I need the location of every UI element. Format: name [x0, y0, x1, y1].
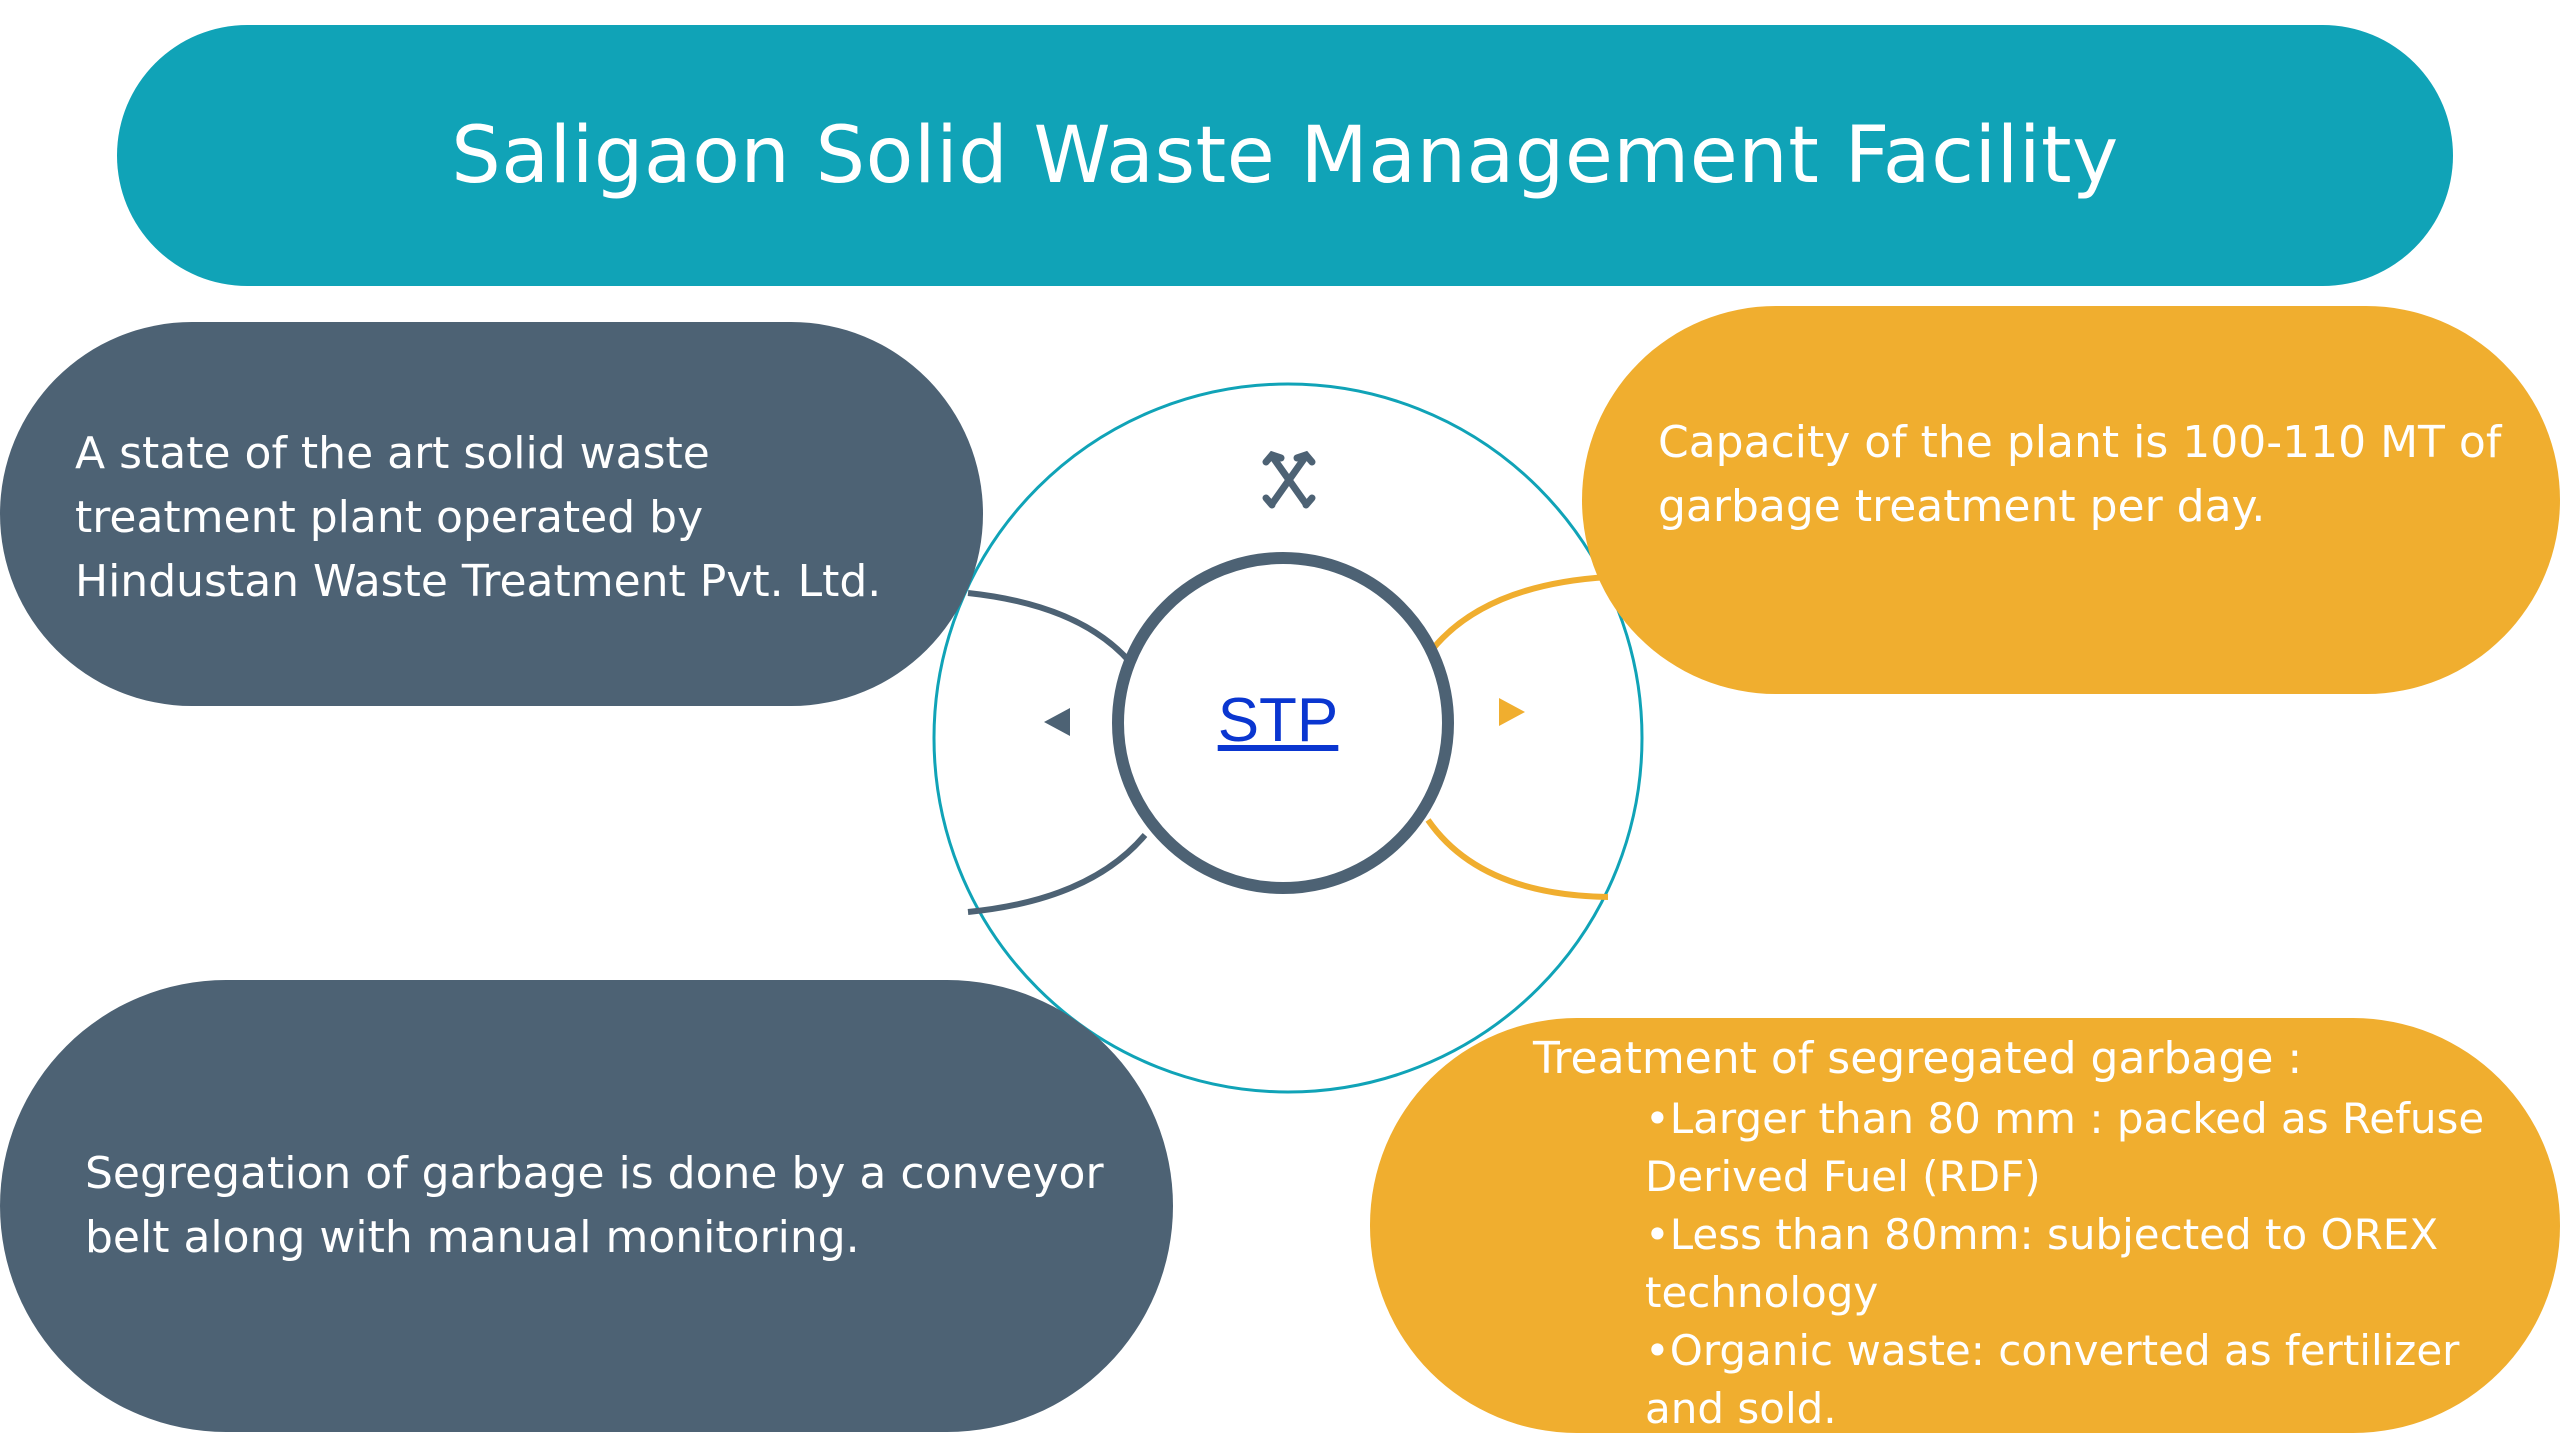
operator-line: treatment plant operated by: [75, 492, 704, 543]
segregation-box: Segregation of garbage is done by a conv…: [0, 980, 1173, 1432]
operator-line: Hindustan Waste Treatment Pvt. Ltd.: [75, 556, 882, 607]
treatment-heading: Treatment of segregated garbage :: [1533, 1033, 2303, 1084]
crossing-arrows-icon: [1262, 450, 1316, 509]
triangle-left-icon: [1044, 708, 1070, 736]
treatment-item: •Larger than 80 mm : packed as Refuse De…: [1645, 1094, 2485, 1201]
page-title: Saligaon Solid Waste Management Facility: [451, 110, 2119, 201]
outer-ring: [932, 382, 1644, 1094]
segregation-line: belt along with manual monitoring.: [85, 1212, 860, 1263]
segregation-line: Segregation of garbage is done by a conv…: [85, 1148, 1104, 1199]
treatment-box: Treatment of segregated garbage : •Large…: [1370, 1018, 2560, 1433]
capacity-box: Capacity of the plant is 100-110 MT of g…: [1582, 306, 2560, 694]
segregation-text: Segregation of garbage is done by a conv…: [85, 1142, 1104, 1270]
right-upper-connector: [1425, 574, 1609, 657]
operator-box: A state of the art solid waste treatment…: [0, 322, 983, 706]
stp-link[interactable]: STP: [1217, 686, 1339, 755]
treatment-item: •Less than 80mm: subjected to OREX techn…: [1645, 1210, 2439, 1317]
triangle-right-icon: [1499, 698, 1525, 726]
treatment-list: •Larger than 80 mm : packed as Refuse De…: [1533, 1090, 2520, 1438]
center-circle: [1112, 552, 1454, 894]
left-lower-connector: [967, 833, 1148, 915]
operator-line: A state of the art solid waste: [75, 428, 710, 479]
capacity-line: Capacity of the plant is 100-110 MT of: [1658, 417, 2502, 468]
treatment-item: •Organic waste: converted as fertilizer …: [1645, 1326, 2460, 1433]
left-upper-connector: [967, 590, 1133, 664]
capacity-line: garbage treatment per day.: [1658, 481, 2266, 532]
title-banner: Saligaon Solid Waste Management Facility: [117, 25, 2453, 286]
right-lower-connector: [1425, 818, 1609, 900]
